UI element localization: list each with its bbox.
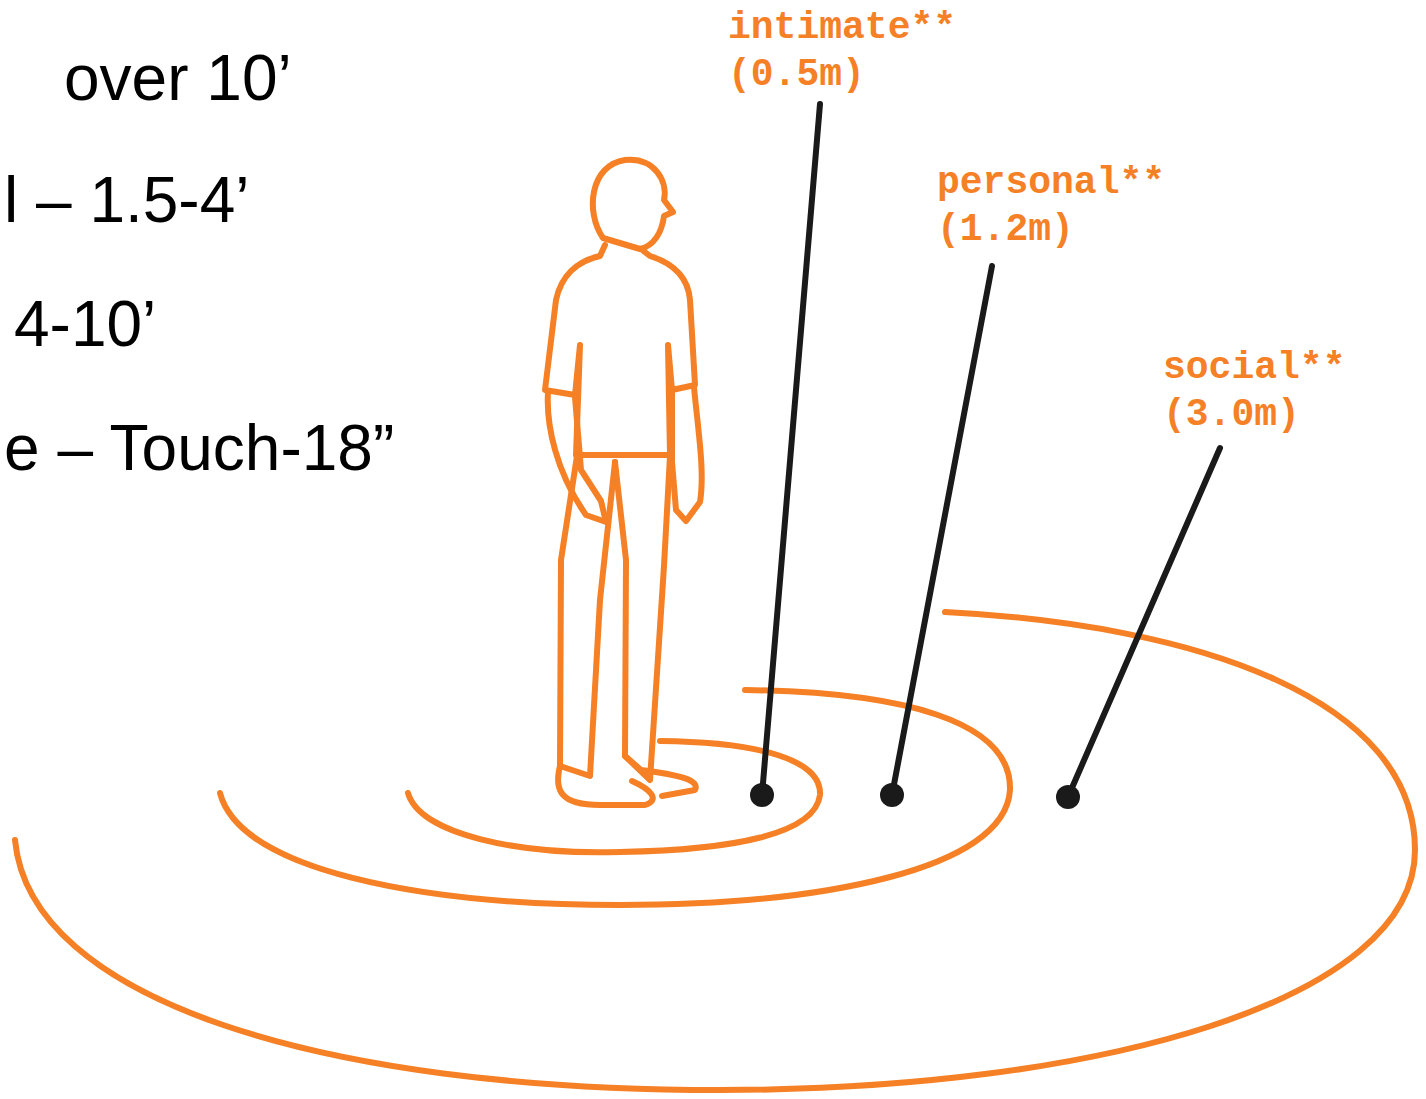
distance-label: e – Touch-18” (4, 410, 394, 487)
social-ring (15, 612, 1415, 1090)
zone-name: personal** (937, 160, 1165, 206)
intimate-ring (408, 741, 820, 852)
zone-distance: (3.0m) (1163, 392, 1300, 438)
distance-label: over 10’ (64, 40, 292, 117)
zone-distance: (1.2m) (937, 207, 1074, 253)
figure-foot-front (625, 756, 696, 796)
leader-line (762, 104, 820, 795)
leader-line (1068, 448, 1220, 797)
figure-leg-front (615, 456, 670, 780)
distance-label: l – 1.5-4’ (4, 162, 249, 239)
leader-dot (880, 783, 904, 807)
figure-head (593, 160, 673, 249)
leader-dot (1056, 785, 1080, 809)
leader-line (892, 266, 992, 795)
figure-leg-back (560, 456, 615, 776)
leader-dot (750, 783, 774, 807)
personal-ring (220, 690, 1010, 905)
figure-foot-back (558, 766, 653, 805)
zone-distance: (0.5m) (728, 52, 865, 98)
zone-name: intimate** (728, 5, 956, 51)
zone-name: social** (1163, 345, 1345, 391)
figure-arm-right (672, 387, 702, 521)
distance-label: 4-10’ (14, 286, 156, 363)
